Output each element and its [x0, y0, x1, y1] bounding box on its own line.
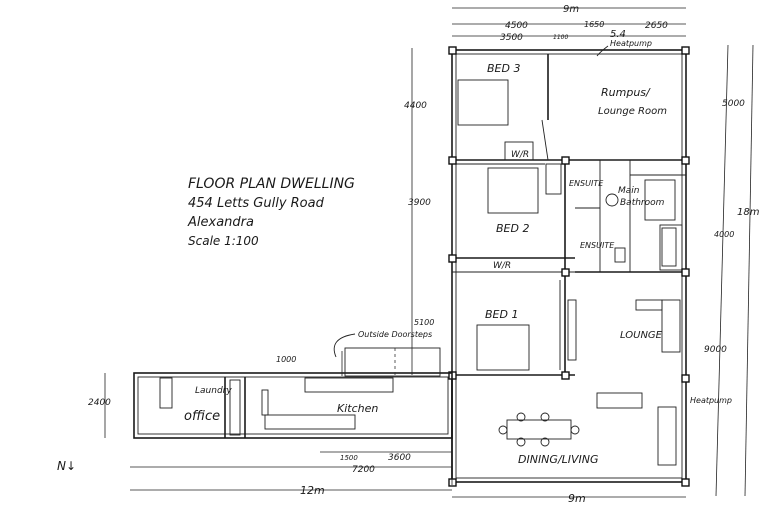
title-line-1: FLOOR PLAN DWELLING [188, 176, 355, 192]
room-label-wir-bed2: W/R [493, 261, 511, 271]
bed3-wardrobe [504, 141, 534, 161]
room-label-main-bath: Main [618, 186, 640, 196]
dim-bottom-a: 1500 [340, 454, 358, 462]
dim-left-b: 3900 [408, 198, 431, 208]
room-label-bed2: BED 2 [496, 222, 529, 235]
dim-right-total: 18m [737, 207, 760, 218]
title-scale: Scale 1:100 [188, 234, 259, 248]
dim-wing-step: 1000 [276, 355, 296, 364]
toilet [605, 193, 619, 207]
heatpump-top-size: 5.4 [610, 29, 626, 40]
bed3-bed [457, 79, 509, 126]
room-label-ensuite-bottom: ENSUITE [580, 241, 615, 250]
kitchen-bench-bottom [264, 414, 356, 430]
kitchen-bench-top [304, 377, 394, 393]
outside-doorsteps-label: Outside Doorsteps [358, 330, 432, 339]
lounge-side [635, 299, 663, 311]
room-label-wir-bed3: W/R [511, 150, 529, 160]
bed2-bed [487, 167, 539, 214]
heatpump-top-label: Heatpump [610, 39, 652, 48]
room-label-office: office [184, 409, 220, 424]
dim-bottom-main: 9m [568, 492, 586, 505]
bath [661, 227, 677, 267]
dim-top-a: 4500 [505, 21, 528, 31]
dim-top-c: 2650 [645, 21, 668, 31]
dining-table [506, 419, 572, 440]
room-label-bed3: BED 3 [487, 62, 520, 75]
room-label-dining-living: DINING/LIVING [518, 453, 599, 466]
bed2-wardrobe [545, 163, 562, 195]
dim-top-d: 3500 [500, 33, 523, 43]
dim-right-c: 9000 [704, 345, 727, 355]
title-line-3: Alexandra [187, 215, 254, 230]
dim-left-c: 5100 [414, 318, 434, 327]
room-label-rumpus: Rumpus/ [601, 86, 651, 99]
dim-wing-height: 2400 [88, 398, 111, 408]
living-sofa [596, 392, 643, 409]
office-desk [159, 377, 173, 409]
room-label-bathroom: Bathroom [620, 198, 665, 208]
room-label-bed1: BED 1 [485, 308, 518, 321]
outside-doorsteps [344, 347, 441, 377]
dim-right-a: 5000 [722, 99, 745, 109]
dim-top-b: 1650 [584, 20, 604, 29]
living-couch [657, 406, 677, 466]
dim-left-a: 4400 [404, 101, 427, 111]
dim-top-e: 1100 [553, 34, 568, 41]
bed1-bed [476, 324, 530, 371]
dim-right-b: 4000 [714, 230, 734, 239]
room-label-lounge-room: Lounge Room [598, 106, 667, 117]
title-line-2: 454 Letts Gully Road [188, 196, 325, 211]
dim-bottom-total: 12m [300, 484, 325, 497]
dim-top-total: 9m [563, 4, 579, 15]
furniture [457, 79, 681, 466]
room-label-laundry: Laundry [195, 386, 232, 396]
dim-bottom-c: 7200 [352, 465, 375, 475]
north-arrow: N↓ [57, 459, 76, 473]
structure-posts [448, 46, 690, 487]
west-wing-walls [133, 347, 453, 439]
room-label-ensuite-top: ENSUITE [569, 179, 604, 188]
dimension-lines [104, 7, 754, 498]
room-label-lounge: LOUNGE [620, 330, 663, 341]
room-label-kitchen: Kitchen [337, 402, 378, 415]
lounge-sofa [661, 299, 681, 353]
dim-bottom-b: 3600 [388, 453, 411, 463]
heatpump-right-label: Heatpump [690, 396, 732, 405]
